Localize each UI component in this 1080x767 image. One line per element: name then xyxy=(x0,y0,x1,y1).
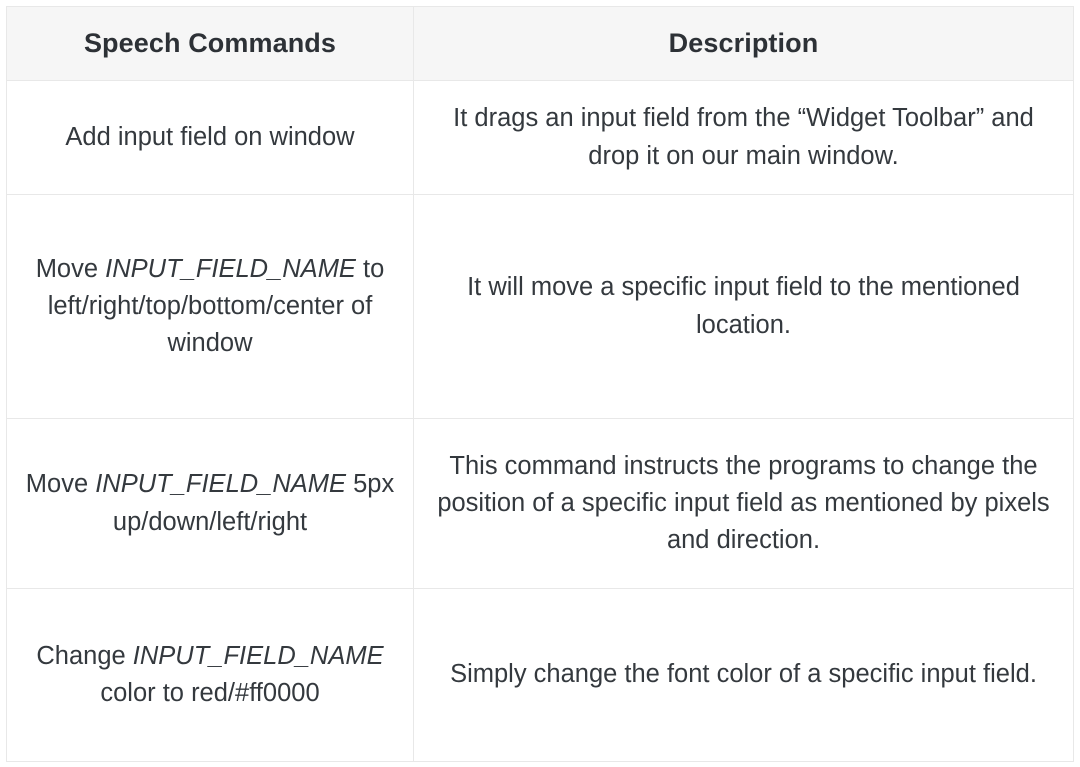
command-text: Add input field on window xyxy=(65,122,355,151)
description-cell: Simply change the font color of a specif… xyxy=(413,588,1074,762)
placeholder-token: INPUT_FIELD_NAME xyxy=(95,470,347,499)
table-header-row: Speech Commands Description xyxy=(6,6,1074,81)
table-row: Change INPUT_FIELD_NAME color to red/#ff… xyxy=(6,588,1074,762)
command-text: Change xyxy=(36,641,133,670)
command-text: color to red/#ff0000 xyxy=(100,679,320,707)
table-row: Move INPUT_FIELD_NAME 5px up/down/left/r… xyxy=(6,418,1074,589)
command-text: to left/right/top/bottom/center of windo… xyxy=(47,254,385,358)
table-body: Add input field on window It drags an in… xyxy=(6,80,1074,762)
placeholder-token: INPUT_FIELD_NAME xyxy=(132,641,384,670)
command-cell: Move INPUT_FIELD_NAME to left/right/top/… xyxy=(6,194,414,419)
description-cell: This command instructs the programs to c… xyxy=(413,418,1074,589)
column-header-description: Description xyxy=(413,6,1074,81)
table-row: Add input field on window It drags an in… xyxy=(6,80,1074,195)
table-header: Speech Commands Description xyxy=(6,6,1074,81)
command-text: Move xyxy=(35,254,106,283)
command-text: Move xyxy=(25,470,96,499)
placeholder-token: INPUT_FIELD_NAME xyxy=(105,254,356,283)
table-row: Move INPUT_FIELD_NAME to left/right/top/… xyxy=(6,194,1074,419)
command-cell: Add input field on window xyxy=(6,80,414,195)
description-cell: It will move a specific input field to t… xyxy=(413,194,1074,419)
command-text: 5px up/down/left/right xyxy=(112,470,395,536)
command-cell: Change INPUT_FIELD_NAME color to red/#ff… xyxy=(6,588,414,762)
speech-commands-table: Speech Commands Description Add input fi… xyxy=(6,6,1074,762)
column-header-speech-commands: Speech Commands xyxy=(6,6,414,81)
description-cell: It drags an input field from the “Widget… xyxy=(413,80,1074,195)
command-cell: Move INPUT_FIELD_NAME 5px up/down/left/r… xyxy=(6,418,414,589)
